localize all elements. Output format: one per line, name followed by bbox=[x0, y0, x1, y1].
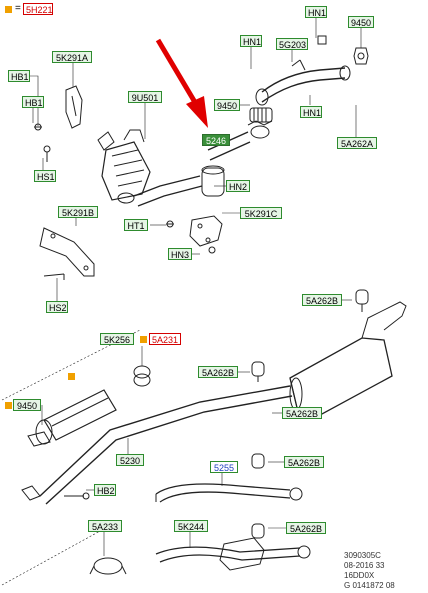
heat-shield-bracket-a bbox=[65, 85, 83, 129]
reference-line-4: G 0141872 08 bbox=[344, 581, 395, 590]
label-5a262b-top: 5A262B bbox=[302, 294, 342, 306]
label-5a262b-bottom: 5A262B bbox=[286, 522, 326, 534]
label-hn1-top: HN1 bbox=[305, 6, 327, 18]
pipe-5k244 bbox=[155, 537, 311, 571]
hanger-bottom bbox=[251, 523, 265, 539]
sensor-hb2 bbox=[64, 492, 90, 500]
reference-block: 3090305C 08-2016 33 16DD0X G 0141872 08 bbox=[344, 551, 424, 591]
label-5a262a: 5A262A bbox=[337, 137, 377, 149]
label-5a233: 5A233 bbox=[88, 520, 122, 532]
label-hb2: HB2 bbox=[94, 484, 116, 496]
catalytic-converter-upper bbox=[97, 129, 203, 207]
label-hs2: HS2 bbox=[46, 301, 68, 313]
label-9450-top: 9450 bbox=[348, 16, 374, 28]
reference-line-1: 3090305C bbox=[344, 551, 381, 560]
pipe-5255 bbox=[155, 483, 303, 503]
legend-marker bbox=[5, 6, 12, 13]
label-5255: 5255 bbox=[210, 461, 238, 473]
bracket-5k291c bbox=[189, 215, 223, 254]
label-5k244: 5K244 bbox=[174, 520, 208, 532]
rubber-mount-top bbox=[355, 289, 369, 312]
catalytic-converter-lower bbox=[27, 389, 117, 447]
label-5230: 5230 bbox=[116, 454, 144, 466]
label-hs1: HS1 bbox=[34, 170, 56, 182]
label-5a231: 5A231 bbox=[149, 333, 181, 345]
hanger-b2 bbox=[251, 453, 265, 469]
label-5a262b-right: 5A262B bbox=[282, 407, 322, 419]
label-5k291a: 5K291A bbox=[52, 51, 92, 63]
label-5a262b-b2: 5A262B bbox=[284, 456, 324, 468]
label-hn1-mid: HN1 bbox=[300, 106, 322, 118]
flex-connector bbox=[247, 107, 273, 139]
label-5246: 5246 bbox=[202, 134, 230, 146]
label-5k291c: 5K291C bbox=[240, 207, 282, 219]
highlight-arrow bbox=[155, 38, 208, 128]
rear-muffler bbox=[289, 301, 407, 415]
clamp-5a233 bbox=[89, 557, 127, 575]
center-pipe-5230 bbox=[21, 385, 293, 505]
marker-converter bbox=[68, 373, 75, 380]
fastener-ht1 bbox=[166, 220, 174, 228]
front-pipe-upper bbox=[255, 35, 369, 106]
label-5g203: 5G203 bbox=[276, 38, 308, 50]
label-5k291b: 5K291B bbox=[58, 206, 98, 218]
bolts-upper-left bbox=[34, 123, 51, 162]
label-hn2: HN2 bbox=[226, 180, 250, 192]
marker-9450-low bbox=[5, 402, 12, 409]
label-9450-low: 9450 bbox=[13, 399, 41, 411]
legend-equals: = bbox=[15, 3, 21, 14]
reference-line-2: 08-2016 33 bbox=[344, 561, 385, 570]
hanger-mid bbox=[251, 361, 265, 382]
label-hb1-b: HB1 bbox=[22, 96, 44, 108]
label-hn3: HN3 bbox=[168, 248, 192, 260]
label-9u501: 9U501 bbox=[128, 91, 162, 103]
label-hn1-b: HN1 bbox=[240, 35, 262, 47]
label-hb1-a: HB1 bbox=[8, 70, 30, 82]
bracket-5k291b bbox=[39, 227, 95, 280]
legend-ref-label: 5H221 bbox=[23, 3, 53, 15]
label-9450-mid: 9450 bbox=[214, 99, 240, 111]
label-5a262b-mid: 5A262B bbox=[198, 366, 238, 378]
clamp-5k256 bbox=[133, 365, 151, 387]
reference-line-3: 16DD0X bbox=[344, 571, 375, 580]
label-ht1: HT1 bbox=[124, 219, 148, 231]
marker-5a231 bbox=[140, 336, 147, 343]
label-5k256: 5K256 bbox=[100, 333, 134, 345]
